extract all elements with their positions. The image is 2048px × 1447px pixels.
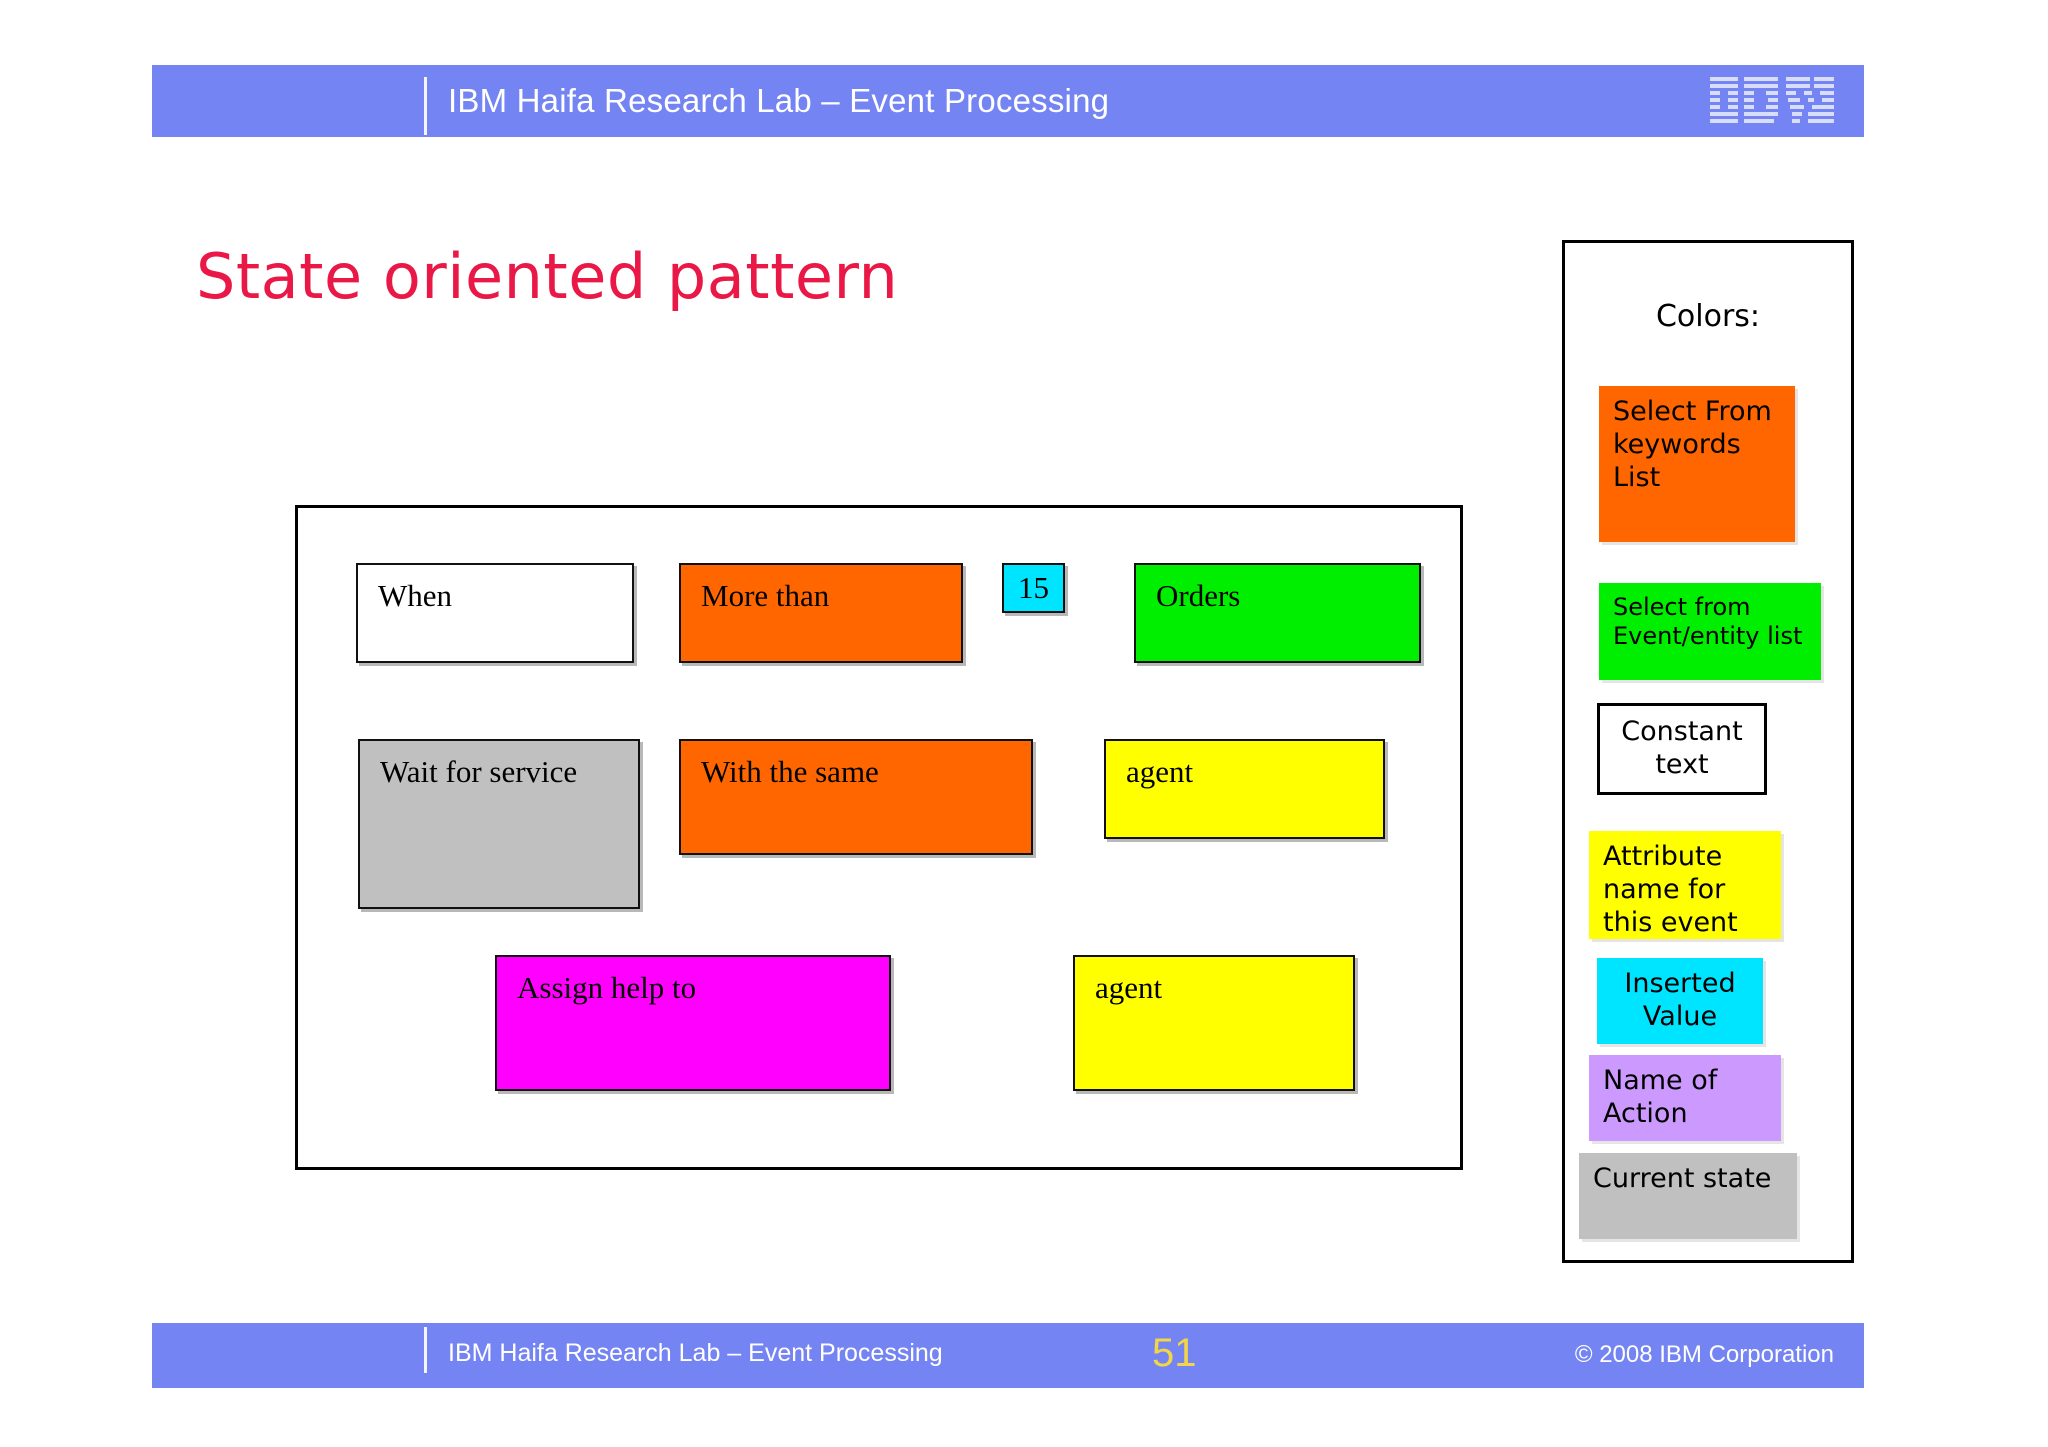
header-separator [424,77,427,135]
legend-item-name-of-action[interactable]: Name of Action [1589,1055,1781,1141]
header-title: IBM Haifa Research Lab – Event Processin… [448,82,1110,119]
legend-item-attribute-name[interactable]: Attribute name for this event [1589,831,1781,939]
diagram-box-label: agent [1126,754,1194,789]
slide-footer-bar: IBM Haifa Research Lab – Event Processin… [152,1323,1864,1388]
diagram-box-when[interactable]: When [356,563,634,663]
footer-separator [424,1327,427,1373]
diagram-box-label: With the same [701,754,879,789]
legend-item-keyword-list[interactable]: Select From keywords List [1599,386,1795,542]
legend-item-constant-text[interactable]: Constant text [1597,703,1767,795]
diagram-box-agent-action[interactable]: agent [1073,955,1355,1091]
diagram-box-label: 15 [1018,569,1049,605]
slide-header-bar: IBM Haifa Research Lab – Event Processin… [152,65,1864,137]
pattern-diagram-frame: When More than 15 Orders Wait for servic… [295,505,1463,1170]
legend-item-label: Name of Action [1603,1065,1718,1129]
legend-item-inserted-value[interactable]: Inserted Value [1597,958,1763,1044]
ibm-logo-icon [1710,77,1834,123]
diagram-box-label: Assign help to [517,970,697,1005]
page-title: State oriented pattern [196,240,899,313]
legend-item-label: Current state [1593,1163,1772,1194]
diagram-box-label: Wait for service [380,754,578,789]
legend-item-label: Select From keywords List [1613,396,1772,493]
diagram-box-label: When [378,578,453,613]
copyright-notice: © 2008 IBM Corporation [1574,1341,1834,1368]
legend-item-event-entity-list[interactable]: Select from Event/entity list [1599,583,1821,680]
colors-legend-panel: Colors: Select From keywords List Select… [1562,240,1854,1263]
legend-item-label: Constant text [1621,716,1743,780]
diagram-box-label: Orders [1156,578,1241,613]
legend-heading: Colors: [1655,299,1761,334]
diagram-box-orders[interactable]: Orders [1134,563,1421,663]
legend-item-label: Select from Event/entity list [1613,593,1803,651]
diagram-box-with-the-same[interactable]: With the same [679,739,1033,855]
diagram-box-agent-condition[interactable]: agent [1104,739,1385,839]
page-number: 51 [1152,1331,1197,1375]
diagram-box-assign-help-to[interactable]: Assign help to [495,955,891,1091]
legend-item-label: Inserted Value [1624,968,1736,1032]
footer-title: IBM Haifa Research Lab – Event Processin… [448,1339,943,1367]
diagram-box-wait-for-service[interactable]: Wait for service [358,739,640,909]
diagram-box-more-than[interactable]: More than [679,563,963,663]
diagram-box-label: agent [1095,970,1163,1005]
legend-item-label: Attribute name for this event [1603,841,1738,938]
legend-item-current-state[interactable]: Current state [1579,1153,1797,1239]
diagram-box-label: More than [701,578,830,613]
diagram-box-inserted-value-15[interactable]: 15 [1002,563,1065,613]
